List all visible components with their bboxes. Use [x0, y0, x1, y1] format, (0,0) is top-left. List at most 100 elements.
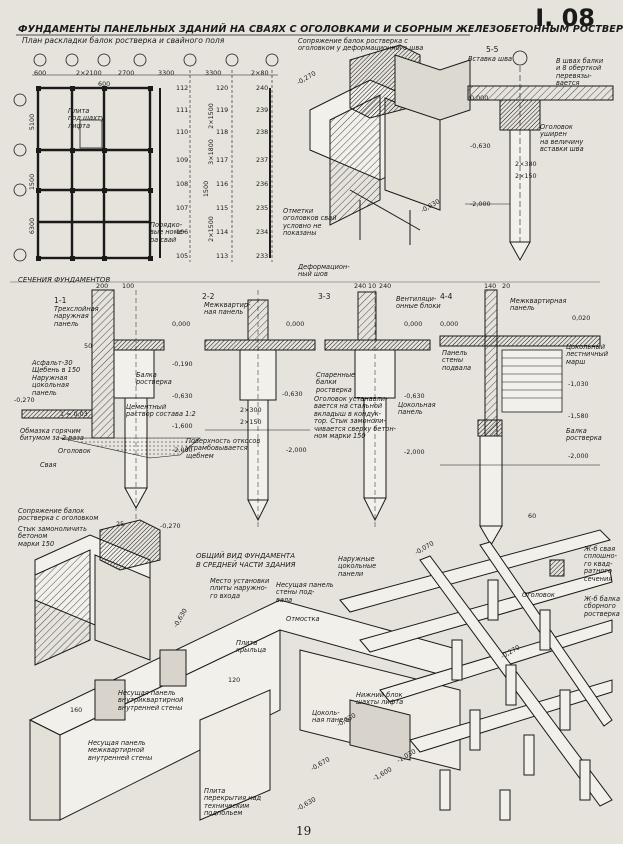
section-2-2 [204, 290, 316, 530]
plan-left-dim: 6300 [28, 217, 37, 235]
s3-mark: 0,000 [404, 320, 423, 328]
pile-number: 116 [216, 180, 229, 188]
plan-dim: 600 [98, 80, 111, 88]
s4-mark: -1,030 [568, 380, 589, 388]
s1-label: Асфальт-30 Щебень в 150 Наружная цокольн… [32, 359, 81, 397]
bottom-joint-title: Сопряжение балок ростверка с оголовком [18, 507, 99, 523]
section-3-3 [324, 290, 431, 530]
plan-label-order: Порядко- вые номе- ра свай [150, 221, 186, 244]
s2-mark: -0,630 [282, 390, 303, 398]
plan-dim: 2×2100 [76, 69, 102, 77]
bottom-joint-dim: 25 [116, 520, 125, 528]
plan-label-marks: Отметки оголовков свай условно не показа… [283, 207, 337, 238]
s4-mark: 0,000 [440, 320, 459, 328]
s1-label: Свая [40, 461, 57, 469]
s3-dim: 240 [379, 282, 392, 290]
section-4-4-name: 4-4 [440, 292, 453, 301]
s3-label: Оголовок устанавли- вается на стальной в… [314, 395, 397, 441]
pile-number: 234 [256, 228, 269, 236]
bottom-dim: 60 [528, 512, 537, 520]
s2-mark: 0,000 [286, 320, 305, 328]
bottom-label: Оголовок [522, 591, 555, 599]
pile-plan [13, 53, 279, 262]
section-3-3-name: 3-3 [318, 292, 331, 301]
plan-mid-dim: 3×1800 [206, 139, 215, 165]
plan-title: План раскладки балок ростверка и свайног… [22, 36, 225, 45]
sheet-title: ФУНДАМЕНТЫ ПАНЕЛЬНЫХ ЗДАНИЙ НА СВАЯХ С О… [18, 24, 623, 35]
joint-label-deform: Деформацион- ный шов [298, 263, 350, 279]
s2-dim: 2×150 [240, 418, 262, 426]
s4-mark: -2,000 [568, 452, 589, 460]
pile-number: 113 [216, 252, 229, 260]
plan-mid-dim: 1500 [202, 180, 211, 198]
s1-mark: -0,630 [172, 392, 193, 400]
section55-dim: 2×150 [515, 172, 537, 180]
pile-number: 110 [176, 128, 189, 136]
s4-label: Межквартирная панель [510, 297, 567, 313]
s1-label: Балка ростверка [136, 371, 172, 387]
pile-number: 112 [176, 84, 189, 92]
pile-number: 106 [176, 228, 189, 236]
bottom-label: Цоколь- ная панель [312, 709, 352, 725]
pile-number: 233 [256, 252, 269, 260]
s1-mark: 0,000 [172, 320, 191, 328]
s1-ground: 1 = 0,03 [60, 410, 88, 418]
section55-mark: -2,000 [470, 200, 491, 208]
s4-label: Панель стены подвала [442, 349, 472, 372]
s1-label: Цементный раствор состава 1:2 [126, 403, 196, 419]
s3-label: Вентиляци- онные блоки [396, 295, 441, 311]
pile-number: 235 [256, 204, 269, 212]
plan-dim: 2700 [118, 69, 135, 77]
s4-mark: 0,020 [572, 314, 591, 322]
plan-label-plate: Плита под шахту лифта [68, 107, 105, 130]
s1-dim: 100 [122, 282, 135, 290]
s4-dim: 20 [502, 282, 511, 290]
s1-label: Обмазка горячим битумом за 2 раза [20, 427, 84, 443]
bottom-joint-mark: -0,270 [160, 522, 181, 530]
sections-title: СЕЧЕНИЯ ФУНДАМЕНТОВ [18, 276, 111, 284]
bottom-label: Отмостка [286, 615, 320, 623]
s1-mark: -1,600 [172, 422, 193, 430]
bottom-label: Нижний блок шахты лифта [356, 691, 404, 707]
sheet-code: I. 08 [535, 4, 595, 32]
pile-number: 236 [256, 180, 269, 188]
plan-mid-dim: 2×1500 [206, 216, 215, 242]
page-number: 19 [296, 824, 312, 838]
bottom-joint-note: Стык замоноличить бетоном марки 150 [18, 525, 88, 548]
bottom-label: Плита крыльца [236, 639, 267, 655]
s1-dim: 50 [84, 342, 93, 350]
s4-label: Цокольный лестничный марш [566, 343, 609, 366]
foundation-isometric [28, 519, 613, 821]
section-5-5-title: 5-5 [486, 45, 499, 54]
s3-dim: 10 [368, 282, 377, 290]
plan-dim: 3300 [205, 69, 222, 77]
plan-dim: 2×80 [251, 69, 269, 77]
pile-number: 114 [216, 228, 229, 236]
bottom-label: Несущая панель межквартирной внутренней … [88, 739, 153, 762]
s1-dim: 200 [96, 282, 109, 290]
pile-number: 240 [256, 84, 269, 92]
bottom-label: Ж-б свая сплошно- го квад- ратного сечен… [584, 545, 617, 583]
joint-isometric [309, 44, 471, 245]
bottom-label: Ж-б балка сборного ростверка [584, 595, 620, 618]
plan-dim: 3300 [158, 69, 175, 77]
s4-dim: 140 [484, 282, 497, 290]
section-2-2-name: 2-2 [202, 292, 215, 301]
s3-mark: -0,630 [404, 392, 425, 400]
pile-number: 117 [216, 156, 229, 164]
section-4-4 [439, 289, 601, 546]
pile-number: 115 [216, 204, 229, 212]
section-5-5 [465, 50, 614, 262]
bottom-dim: 160 [70, 706, 83, 714]
plan-left-dim: 1500 [28, 173, 37, 191]
section55-dim: 2×380 [515, 160, 537, 168]
pile-number: 118 [216, 128, 229, 136]
s1-label: Трехслойная наружная панель [54, 305, 99, 328]
section55-head: Оголовок уширен на величину вставки шва [540, 123, 584, 154]
section-1-1 [21, 289, 201, 520]
plan-left-dim: 5100 [28, 113, 37, 131]
section55-mark: -0,630 [470, 142, 491, 150]
bottom-label: Наружные цокольные панели [338, 555, 377, 578]
